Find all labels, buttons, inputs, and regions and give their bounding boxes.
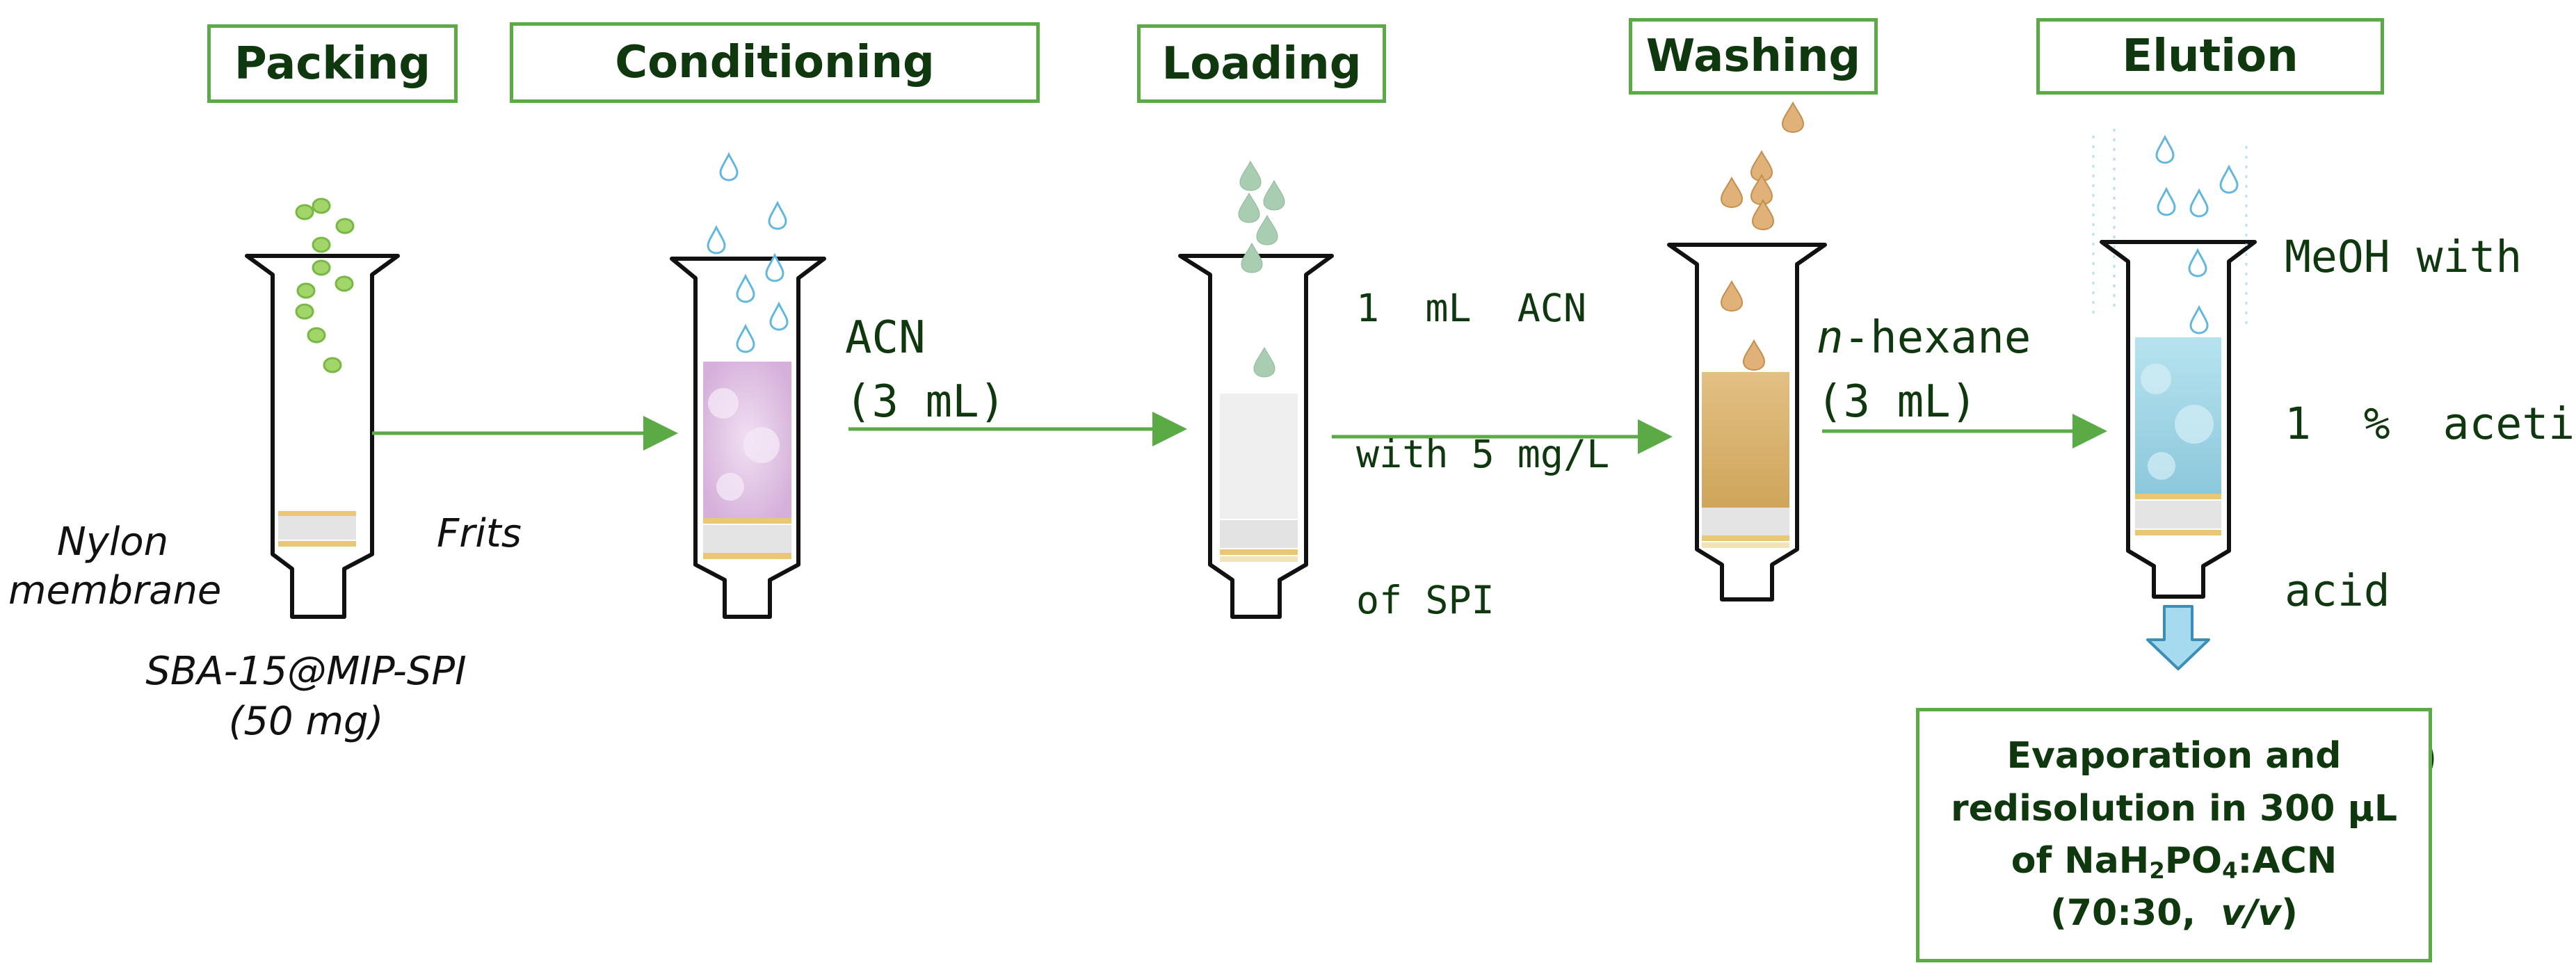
sorbent-label: SBA-15@MIP-SPI (50 mg)	[118, 647, 494, 747]
cartridge-loading	[1178, 254, 1334, 619]
step-conditioning-label: Conditioning	[615, 37, 935, 88]
hexane-rest: -hexane	[1843, 312, 2031, 364]
hexane-label-line1: n-hexane	[1817, 306, 2031, 370]
washing-solvent-label: n-hexane (3 mL)	[1817, 306, 2031, 434]
final-line3-mid: PO	[2164, 840, 2223, 882]
elution-label-line1: MeOH with	[2285, 232, 2522, 282]
frits-label: Frits	[437, 511, 522, 556]
step-loading-label: Loading	[1161, 38, 1362, 90]
acn-drops	[707, 153, 789, 353]
acn-label-line2: (3 mL)	[845, 376, 1006, 428]
final-line3-sub1: 2	[2149, 857, 2165, 885]
elution-solvent-drops	[2092, 129, 2248, 334]
loading-sample-label: 1 mL ACN with 5 mg/L of SPI	[1356, 186, 1609, 722]
step-packing-label: Packing	[234, 38, 431, 90]
nylon-label-line1: Nylon	[56, 519, 169, 565]
down-arrow-icon	[2146, 605, 2210, 670]
cartridge-conditioning	[670, 257, 826, 619]
step-washing-label: Washing	[1645, 31, 1861, 82]
elution-label-line3: acid	[2285, 565, 2390, 616]
cartridge-packing	[245, 254, 400, 619]
elution-label-line2: 1 % acetic	[2285, 398, 2576, 449]
cartridge-elution	[2100, 240, 2257, 599]
final-line4-pre: (70:30,	[2050, 892, 2221, 935]
cartridge-washing	[1667, 243, 1827, 601]
evaporation-box: Evaporation and redisolution in 300 µL o…	[1916, 708, 2432, 962]
loading-label-line2: with 5 mg/L	[1356, 432, 1610, 476]
step-conditioning: Conditioning	[510, 22, 1040, 103]
nylon-label-line2: membrane	[8, 568, 222, 613]
step-washing: Washing	[1629, 18, 1878, 95]
hexane-label-line2: (3 mL)	[1817, 376, 1978, 428]
conditioning-solvent-label: ACN (3 mL)	[845, 306, 1006, 434]
final-line3-post: :ACN	[2237, 840, 2337, 882]
final-line4: (70:30, v/v)	[2050, 887, 2298, 939]
step-elution-label: Elution	[2122, 31, 2299, 82]
final-line3: of NaH2PO4:ACN	[2011, 835, 2337, 887]
sorbent-label-line1: SBA-15@MIP-SPI	[145, 649, 467, 694]
nylon-membrane-label: Nylon membrane	[8, 518, 222, 615]
step-packing: Packing	[207, 24, 458, 103]
final-line4-italic: v/v	[2221, 892, 2282, 935]
process-arrows	[372, 412, 2107, 454]
final-line1: Evaporation and	[2006, 735, 2342, 777]
hexane-prefix: n	[1817, 312, 1844, 364]
sorbent-label-line2: (50 mg)	[228, 699, 384, 744]
loading-label-line1: 1 mL ACN	[1356, 286, 1587, 330]
final-line2: redisolution in 300 µL	[1950, 787, 2397, 830]
sample-drops	[1238, 161, 1285, 378]
sorbent-particles	[295, 197, 355, 373]
hexane-drops	[1721, 102, 1804, 371]
final-line3-sub2: 4	[2222, 857, 2238, 885]
final-line3-pre: of NaH	[2011, 840, 2150, 882]
acn-label-line1: ACN	[845, 312, 926, 364]
step-elution: Elution	[2036, 18, 2384, 95]
step-loading: Loading	[1137, 24, 1386, 103]
final-line4-post: )	[2281, 892, 2298, 935]
loading-label-line3: of SPI	[1356, 578, 1495, 622]
